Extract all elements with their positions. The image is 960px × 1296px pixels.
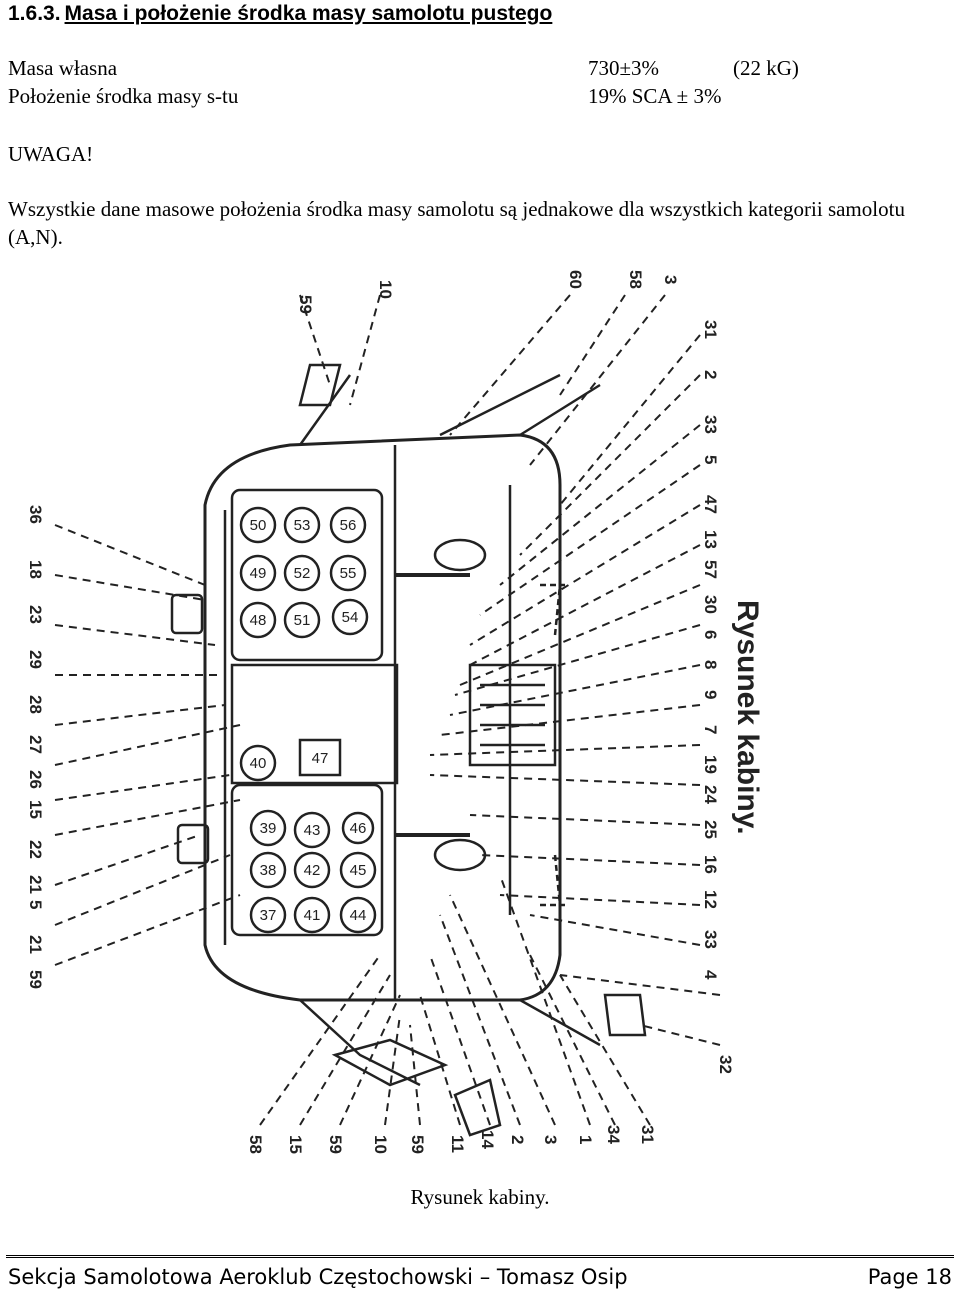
callout: 59 (26, 970, 45, 989)
gauge-label: 38 (260, 862, 277, 879)
callout: 30 (701, 595, 720, 614)
callout: 25 (701, 820, 720, 839)
callout: 33 (701, 930, 720, 949)
callout: 21 (26, 875, 45, 894)
callout: 58 (626, 270, 645, 289)
callout: 5 (26, 900, 45, 909)
callout: 32 (716, 1055, 735, 1074)
callout: 59 (408, 1135, 427, 1154)
callout: 4 (701, 970, 720, 980)
footer-left: Sekcja Samolotowa Aeroklub Częstochowski… (8, 1265, 628, 1289)
callout: 22 (26, 840, 45, 859)
gauge-label: 42 (304, 862, 321, 879)
gauge-label: 50 (250, 517, 267, 534)
callout: 6 (701, 630, 720, 639)
callout: 29 (26, 650, 45, 669)
gauge-label: 53 (294, 517, 311, 534)
callout: 10 (376, 280, 395, 299)
footer-divider (6, 1255, 954, 1258)
callout: 15 (26, 800, 45, 819)
cg-value: 19% SCA ± 3% (588, 84, 722, 108)
gauge-label: 46 (350, 820, 367, 837)
callout: 5 (701, 455, 720, 464)
callout: 3 (661, 275, 680, 284)
callout: 34 (604, 1125, 623, 1144)
gauge-label: 41 (304, 907, 321, 924)
callout: 58 (246, 1135, 265, 1154)
cg-label: Położenie środka masy s-tu (8, 84, 239, 108)
callout: 7 (701, 725, 720, 734)
callout: 28 (26, 695, 45, 714)
gauge-label: 56 (340, 517, 357, 534)
callout: 16 (701, 855, 720, 874)
callout: 9 (701, 690, 720, 699)
gauge-label: 49 (250, 565, 267, 582)
callout: 18 (26, 560, 45, 579)
mass-extra: (22 kG) (733, 56, 799, 80)
gauge-label: 48 (250, 612, 267, 629)
callout: 13 (701, 530, 720, 549)
note-text: Wszystkie dane masowe położenia środka m… (8, 197, 905, 249)
page-footer: Sekcja Samolotowa Aeroklub Częstochowski… (8, 1265, 952, 1289)
gauge-label: 45 (350, 862, 367, 879)
gauge-label: 37 (260, 907, 277, 924)
callout: 31 (638, 1125, 657, 1144)
gauge-label: 52 (294, 565, 311, 582)
mass-label: Masa własna (8, 56, 118, 80)
callout: 24 (701, 785, 720, 804)
gauge-label: 40 (250, 755, 267, 772)
callout: 33 (701, 415, 720, 434)
callout: 2 (508, 1135, 527, 1144)
figure-caption: Rysunek kabiny. (410, 1185, 550, 1209)
callout: 60 (566, 270, 585, 289)
gauge-label: 39 (260, 820, 277, 837)
gauge-label: 55 (340, 565, 357, 582)
callout: 12 (701, 890, 720, 909)
gauge-label: 47 (312, 750, 329, 767)
inner-caption: Rysunek kabiny. (731, 600, 764, 835)
callout: 8 (701, 660, 720, 669)
gauge-label: 44 (350, 907, 367, 924)
callout: 14 (478, 1130, 497, 1149)
note-heading: UWAGA! (8, 142, 94, 166)
section-title: Masa i położenie środka masy samolotu pu… (64, 2, 553, 25)
callout: 59 (326, 1135, 345, 1154)
callout: 57 (701, 560, 720, 579)
page-number: Page 18 (867, 1265, 952, 1289)
section-heading: 1.6.3.Masa i położenie środka masy samol… (8, 2, 552, 26)
section-number: 1.6.3. (8, 2, 61, 25)
callout: 11 (448, 1135, 467, 1153)
callout: 15 (286, 1135, 305, 1154)
callout: 19 (701, 755, 720, 774)
callout: 21 (26, 935, 45, 954)
gauge-label: 43 (304, 822, 321, 839)
callout: 23 (26, 605, 45, 624)
callout: 3 (541, 1135, 560, 1144)
callout: 1 (576, 1135, 595, 1144)
callout: 31 (701, 320, 720, 339)
gauge-label: 54 (342, 609, 359, 626)
callout: 47 (701, 495, 720, 514)
callout: 59 (296, 295, 315, 314)
cockpit-drawing: 50 53 56 49 52 55 48 51 54 47 40 39 43 4… (26, 270, 764, 1154)
mass-value: 730±3% (588, 56, 660, 80)
callout: 26 (26, 770, 45, 789)
callout: 10 (371, 1135, 390, 1154)
callout: 36 (26, 505, 45, 524)
gauge-label: 51 (294, 612, 311, 629)
callout: 2 (701, 370, 720, 379)
callout: 27 (26, 735, 45, 754)
